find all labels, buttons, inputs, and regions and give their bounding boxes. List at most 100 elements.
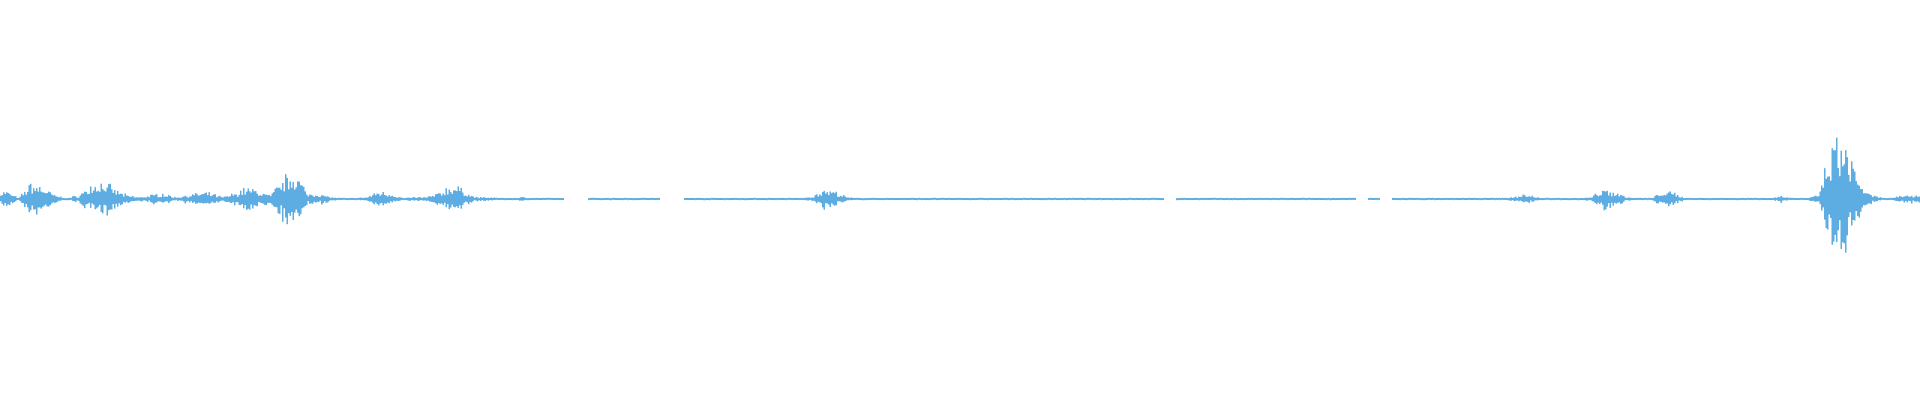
waveform-bar <box>391 195 393 203</box>
waveform-bar <box>723 198 725 201</box>
waveform-bar <box>1579 198 1581 201</box>
waveform-bar <box>451 193 453 205</box>
waveform-segment <box>1044 197 1056 201</box>
waveform-segment <box>1512 194 1524 203</box>
waveform-bar <box>1524 195 1526 202</box>
waveform-segment <box>936 197 948 201</box>
waveform-segment <box>516 197 528 201</box>
waveform-bar <box>1846 157 1848 236</box>
waveform-bar <box>1536 197 1538 201</box>
waveform-bar <box>118 194 120 204</box>
waveform-bar <box>1180 197 1182 200</box>
waveform-bar <box>256 193 258 207</box>
waveform-bar <box>288 189 290 214</box>
waveform-bar <box>958 197 960 200</box>
waveform-bar <box>1243 198 1245 201</box>
waveform-bar <box>1263 198 1265 201</box>
waveform-bar <box>726 197 728 200</box>
waveform-bar <box>1318 197 1320 200</box>
waveform-bar <box>183 196 185 202</box>
waveform-bar <box>789 197 791 200</box>
waveform-bar <box>946 198 948 200</box>
waveform-bar <box>1186 198 1188 200</box>
waveform-bar <box>1209 197 1211 200</box>
waveform-bar <box>739 198 741 201</box>
waveform-bar <box>330 198 332 201</box>
waveform-bar <box>594 197 596 200</box>
waveform-segment <box>1308 197 1320 201</box>
waveform-bar <box>1905 196 1907 201</box>
waveform-bar <box>262 193 264 204</box>
waveform-bar <box>174 196 176 201</box>
waveform-bar <box>1293 198 1295 200</box>
waveform-bar <box>1192 198 1194 200</box>
waveform-bar <box>1632 198 1634 201</box>
waveform-bar <box>264 194 266 205</box>
waveform-bar <box>42 192 44 207</box>
waveform-bar <box>1873 195 1875 202</box>
waveform-bar <box>1465 198 1467 200</box>
waveform-bar <box>1369 197 1371 200</box>
waveform-bar <box>1917 196 1919 202</box>
waveform-bar <box>874 197 876 200</box>
waveform-bar <box>642 197 644 200</box>
waveform-bar <box>1467 198 1469 200</box>
waveform-bar <box>1306 197 1308 200</box>
waveform-segment <box>1560 198 1572 201</box>
waveform-bar <box>1210 197 1212 200</box>
waveform-bar <box>495 197 497 200</box>
waveform-bar <box>1444 197 1446 200</box>
waveform-bar <box>28 185 30 213</box>
waveform-segment <box>708 197 720 201</box>
waveform-bar <box>1336 198 1338 200</box>
waveform-bar <box>1111 198 1113 201</box>
waveform-bar <box>1486 198 1488 200</box>
waveform-bar <box>1150 197 1152 200</box>
waveform-segment <box>1152 197 1164 201</box>
waveform-bar <box>1599 195 1601 205</box>
waveform-bar <box>558 198 560 200</box>
waveform-bar <box>1030 197 1032 200</box>
waveform-bar <box>1419 197 1421 200</box>
waveform-bar <box>1411 197 1413 200</box>
waveform-bar <box>1755 197 1757 200</box>
waveform-bar <box>493 197 495 200</box>
waveform-bar <box>1261 197 1263 200</box>
waveform-bar <box>217 196 219 203</box>
waveform-segment <box>168 195 180 204</box>
waveform-bar <box>1434 198 1436 201</box>
waveform-bar <box>1350 198 1352 200</box>
waveform-bar <box>460 188 462 209</box>
waveform-bar <box>1099 197 1101 200</box>
waveform-bar <box>1834 150 1836 235</box>
waveform-bar <box>285 174 287 218</box>
waveform-bar <box>966 198 968 200</box>
waveform-bar <box>1473 197 1475 200</box>
waveform-segment <box>144 194 156 205</box>
waveform-bar <box>307 196 309 202</box>
waveform-bar <box>1804 198 1806 201</box>
waveform-bar <box>882 198 884 200</box>
waveform-segment <box>1872 195 1884 202</box>
waveform-bar <box>1377 197 1379 200</box>
waveform-bar <box>1489 197 1491 200</box>
waveform-bar <box>454 190 456 208</box>
waveform-bar <box>405 197 407 200</box>
waveform-bar <box>888 198 890 200</box>
waveform-bar <box>957 197 959 200</box>
waveform-bar <box>1848 174 1850 217</box>
waveform-bar <box>1194 198 1196 200</box>
waveform-bar <box>1267 197 1269 200</box>
waveform-segment <box>396 197 408 201</box>
waveform-bar <box>1809 197 1811 201</box>
waveform-bar <box>1459 198 1461 200</box>
waveform-bar <box>277 187 279 214</box>
waveform-bar <box>1251 197 1253 200</box>
waveform-bar <box>691 198 693 200</box>
waveform-bar <box>1348 197 1350 200</box>
waveform-bar <box>142 197 144 201</box>
waveform-bar <box>480 197 482 201</box>
waveform-bar <box>748 198 750 200</box>
waveform-segment <box>888 197 900 201</box>
waveform-segment <box>504 197 516 201</box>
